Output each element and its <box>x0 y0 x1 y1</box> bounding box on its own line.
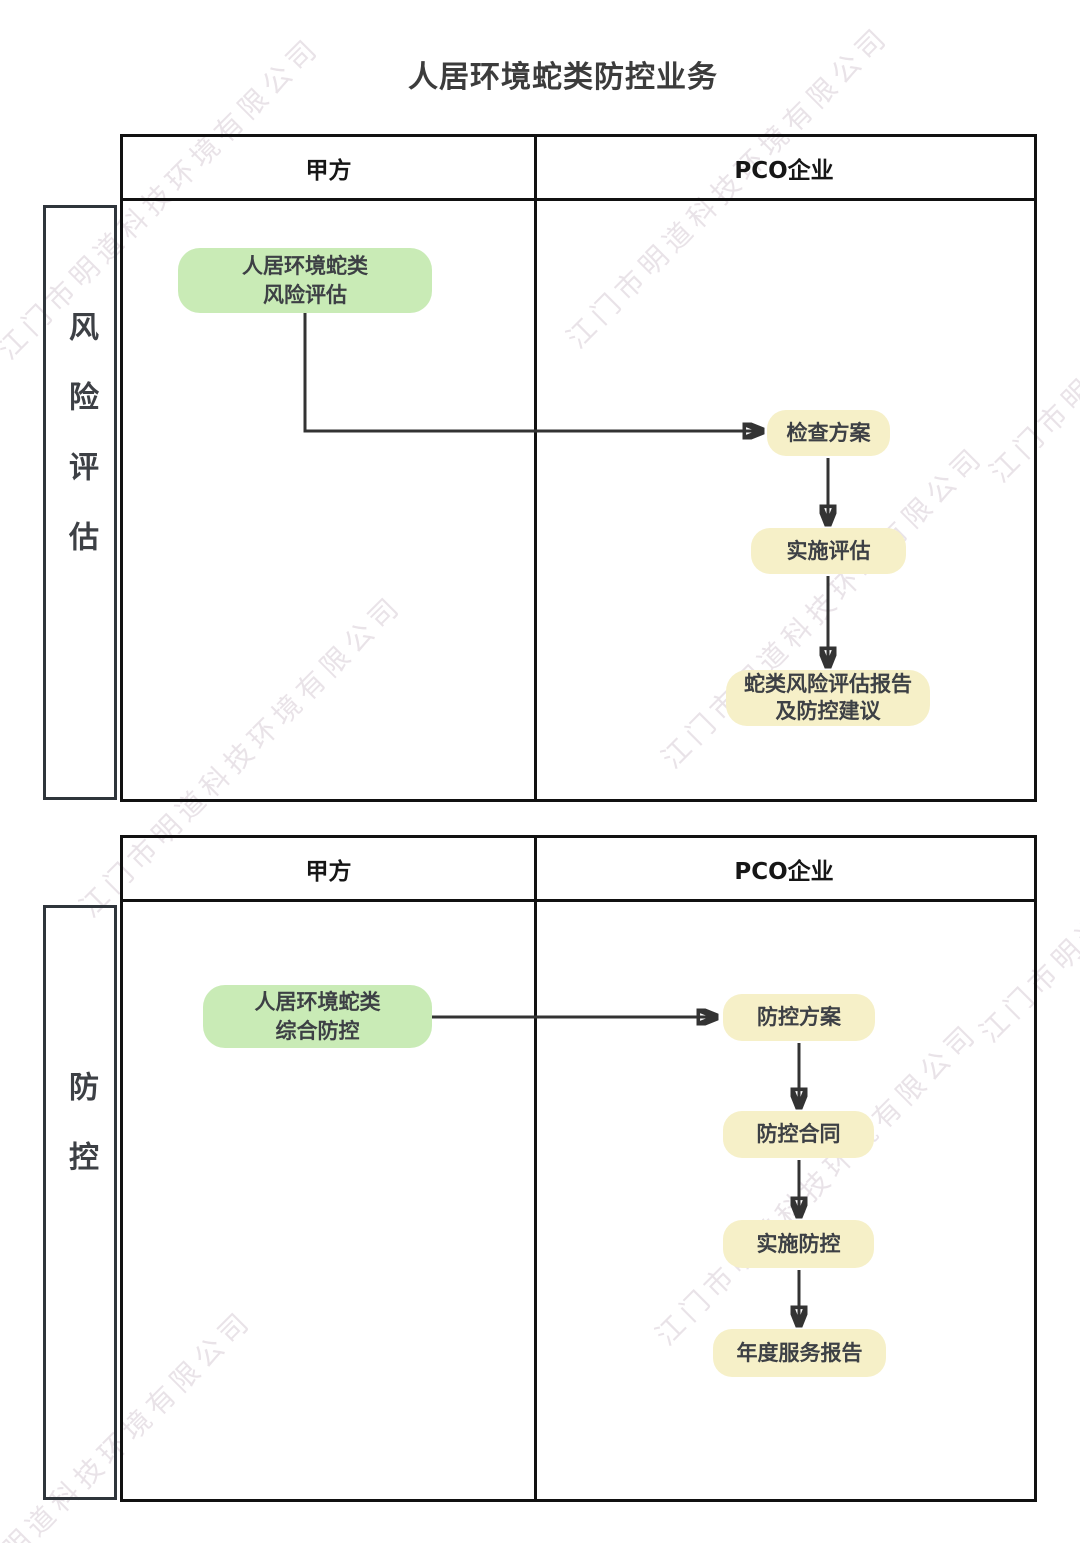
risk-swimlane-table: 甲方 PCO企业 <box>120 134 1037 802</box>
column-header-party-a: 甲方 <box>305 858 352 885</box>
column-divider <box>534 137 537 799</box>
node-text-line: 人居环境蛇类 <box>254 989 381 1014</box>
lane-label-risk-assessment: 风险评估 <box>43 205 117 800</box>
node-text-line: 综合防控 <box>275 1018 360 1043</box>
column-header-party-a: 甲方 <box>305 157 352 184</box>
node-implement-control: 实施防控 <box>723 1220 874 1268</box>
column-divider <box>534 838 537 1499</box>
node-control-plan: 防控方案 <box>723 994 875 1041</box>
node-control-contract: 防控合同 <box>723 1111 874 1158</box>
control-swimlane-table: 甲方 PCO企业 <box>120 835 1037 1502</box>
node-annual-service-report: 年度服务报告 <box>713 1329 886 1377</box>
node-implement-assessment: 实施评估 <box>751 528 906 574</box>
node-risk-source: 人居环境蛇类 风险评估 <box>178 248 432 313</box>
node-text-line: 蛇类风险评估报告 <box>744 672 912 696</box>
node-inspection-plan: 检查方案 <box>767 410 890 456</box>
node-text-line: 及防控建议 <box>775 699 881 723</box>
node-text-line: 人居环境蛇类 <box>242 253 368 278</box>
lane-label-text: 防控 <box>63 1070 98 1211</box>
node-risk-report: 蛇类风险评估报告 及防控建议 <box>726 670 930 726</box>
column-header-pco: PCO企业 <box>734 157 834 184</box>
node-text-line: 风险评估 <box>263 282 347 307</box>
column-header-pco: PCO企业 <box>734 858 834 885</box>
risk-table-header: 甲方 PCO企业 <box>123 137 1034 201</box>
lane-label-control: 防控 <box>43 905 117 1500</box>
control-table-header: 甲方 PCO企业 <box>123 838 1034 902</box>
node-control-source: 人居环境蛇类 综合防控 <box>203 985 432 1048</box>
page-title: 人居环境蛇类防控业务 <box>408 60 718 95</box>
lane-label-text: 风险评估 <box>63 310 98 591</box>
